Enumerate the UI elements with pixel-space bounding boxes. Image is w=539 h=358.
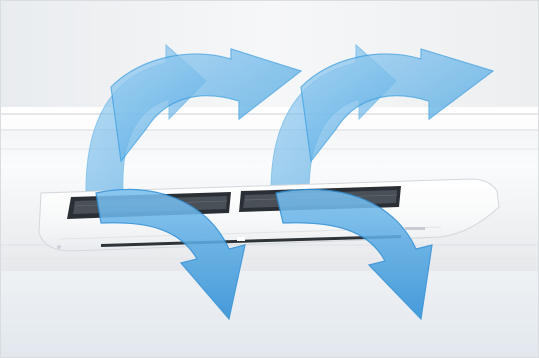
unit-logo-mark bbox=[405, 227, 425, 230]
lower-wall bbox=[1, 271, 538, 357]
indicator-dot bbox=[57, 245, 61, 249]
